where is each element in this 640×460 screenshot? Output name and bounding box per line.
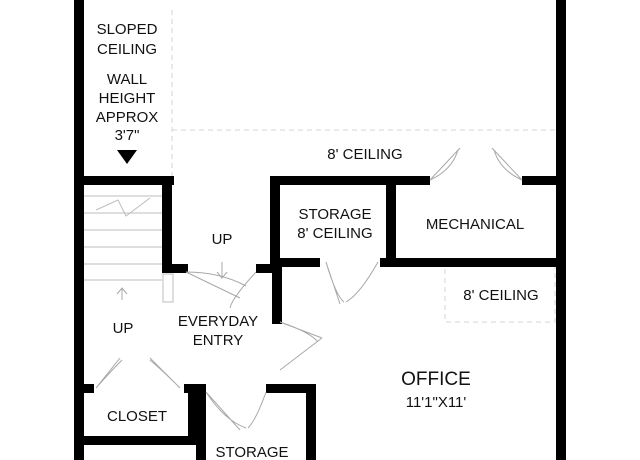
wall-entry-stub — [256, 264, 282, 273]
office-dimensions: 11'1"X11' — [406, 394, 467, 411]
ceiling-label-right: 8' CEILING — [463, 287, 538, 304]
wall-office-left — [272, 264, 282, 324]
wall-storage-top — [270, 176, 430, 185]
door-office — [279, 321, 323, 371]
wall-right-outer — [556, 0, 566, 460]
wall-left-outer — [74, 0, 84, 460]
sloped-note-line-4: HEIGHT — [99, 90, 156, 107]
door-storage-upper — [325, 261, 379, 305]
everyday-entry-line-2: ENTRY — [193, 332, 244, 349]
wall-stair-bottom-stub — [162, 264, 188, 273]
wall-closet-bottom — [84, 436, 198, 445]
everyday-entry-line-1: EVERYDAY — [178, 313, 258, 330]
staircase — [84, 195, 174, 303]
wall-storage-lower-right — [306, 384, 316, 460]
doors — [95, 147, 523, 431]
slope-direction-arrow-icon — [117, 150, 137, 164]
door-storage-lower — [205, 391, 267, 431]
door-entry-swing — [185, 271, 257, 309]
door-closet-double — [95, 357, 181, 389]
sloped-note-line-5: APPROX — [96, 109, 159, 126]
storage-upper-line-1: STORAGE — [298, 206, 371, 223]
up-arrow-icon-center — [216, 262, 228, 279]
office-name: OFFICE — [401, 369, 471, 390]
wall-closet-top-left — [84, 384, 94, 393]
up-arrow-icon-stairs — [116, 287, 128, 300]
sloped-note-line-2: CEILING — [97, 41, 157, 58]
wall-storage-bottom-left — [270, 258, 320, 267]
door-mechanical-double — [429, 147, 523, 181]
wall-mech-bottom — [380, 258, 558, 267]
sloped-note-line-1: SLOPED — [97, 21, 158, 38]
wall-storage-lower-left — [196, 384, 206, 460]
wall-storage-lower-top — [266, 384, 316, 393]
mechanical-label: MECHANICAL — [426, 216, 524, 233]
ceiling-label-top: 8' CEILING — [327, 146, 402, 163]
sloped-note-line-6: 3'7" — [115, 127, 140, 144]
storage-lower-label: STORAGE — [215, 444, 288, 460]
wall-stair-right — [162, 176, 172, 272]
storage-upper-line-2: 8' CEILING — [297, 225, 372, 242]
wall-stair-top — [84, 176, 174, 185]
sloped-note-line-3: WALL — [107, 71, 147, 88]
up-label-stairs: UP — [113, 320, 134, 337]
wall-mechanical-top-right — [522, 176, 558, 185]
wall-storage-left — [270, 176, 280, 272]
wall-storage-mech-divider — [386, 176, 396, 266]
up-label-center: UP — [212, 231, 233, 248]
wall-closet-right — [188, 384, 198, 444]
closet-label: CLOSET — [107, 408, 167, 425]
